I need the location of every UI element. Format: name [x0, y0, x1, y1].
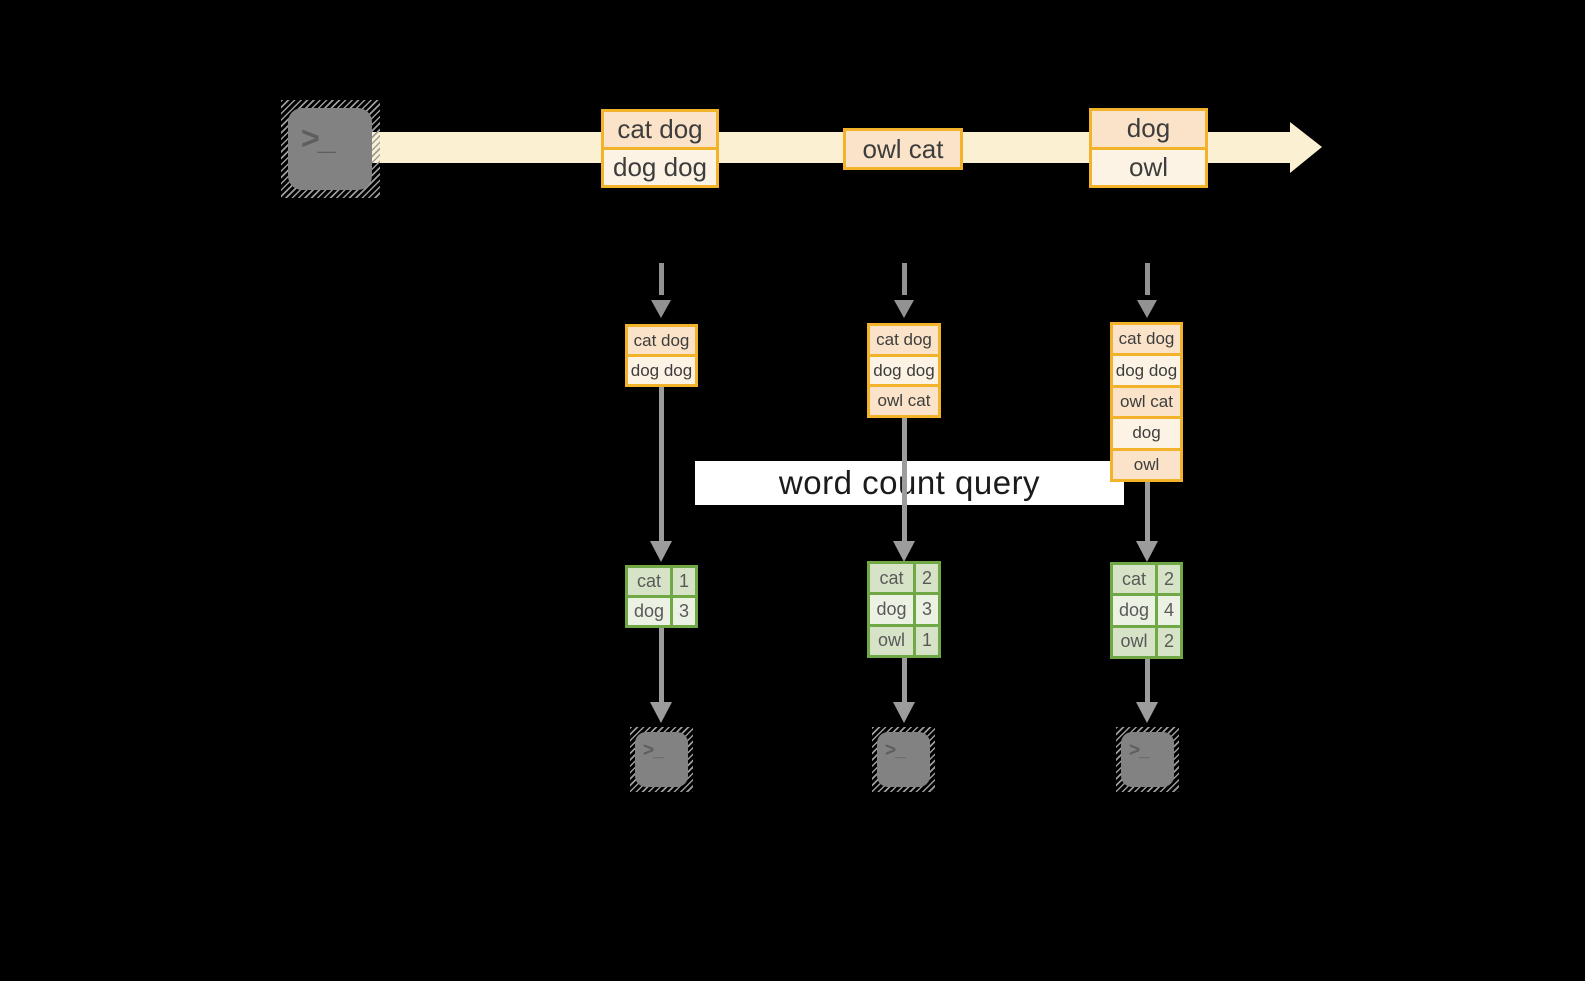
sink-terminal-icon-2: >_ — [872, 727, 935, 792]
terminal-prompt-glyph: >_ — [301, 120, 336, 156]
count-word: cat — [1113, 565, 1155, 594]
state-box-1: cat dog dog dog — [625, 324, 698, 387]
terminal-prompt-glyph: >_ — [643, 740, 664, 761]
count-word: dog — [870, 595, 913, 624]
count-value: 2 — [1158, 565, 1180, 594]
dashed-arrow-shaft — [902, 263, 907, 295]
connector-arrowhead-icon — [1136, 541, 1158, 562]
state-row: dog — [1113, 419, 1180, 448]
stream-batch-box-1: cat dog dog dog — [601, 109, 719, 188]
terminal-prompt-glyph: >_ — [885, 740, 906, 761]
connector-shaft — [659, 387, 664, 542]
state-row: cat dog — [628, 327, 695, 354]
stream-batch-item: owl — [1092, 149, 1205, 185]
connector-arrowhead-icon — [650, 702, 672, 723]
dashed-arrowhead-icon — [651, 300, 671, 318]
state-row: dog dog — [1113, 356, 1180, 385]
sink-terminal-icon-3: >_ — [1116, 727, 1179, 792]
count-table-1: cat 1 dog 3 — [625, 565, 698, 628]
count-row: cat 2 — [1113, 565, 1180, 594]
count-row: dog 3 — [628, 598, 695, 625]
state-row: cat dog — [870, 326, 938, 354]
count-value: 3 — [673, 598, 695, 625]
dashed-arrow-shaft — [659, 263, 664, 295]
stream-batch-item: dog dog — [604, 150, 716, 185]
count-word: owl — [1113, 627, 1155, 656]
dashed-arrowhead-icon — [1137, 300, 1157, 318]
count-value: 1 — [673, 568, 695, 595]
stream-batch-item: owl cat — [846, 131, 960, 167]
query-band: word count query — [695, 461, 1124, 505]
source-terminal-icon: >_ — [281, 100, 380, 198]
count-word: owl — [870, 626, 913, 655]
connector-arrowhead-icon — [893, 702, 915, 723]
sink-terminal-icon-1: >_ — [630, 727, 693, 792]
state-row: cat dog — [1113, 325, 1180, 354]
state-row: owl cat — [1113, 387, 1180, 417]
count-word: cat — [870, 564, 913, 593]
count-table-3: cat 2 dog 4 owl 2 — [1110, 562, 1183, 659]
count-word: cat — [628, 568, 670, 595]
count-word: dog — [1113, 596, 1155, 625]
dashed-arrow-shaft — [1145, 263, 1150, 295]
stream-batch-box-2: owl cat — [843, 128, 963, 170]
connector-shaft — [1145, 482, 1150, 542]
count-value: 2 — [1158, 627, 1180, 656]
count-row: owl 1 — [870, 626, 938, 655]
stream-batch-item: dog — [1092, 111, 1205, 147]
count-value: 1 — [916, 626, 938, 655]
terminal-prompt-glyph: >_ — [1129, 740, 1150, 761]
state-row: owl — [1113, 450, 1180, 480]
state-row: dog dog — [870, 356, 938, 385]
count-value: 2 — [916, 564, 938, 593]
count-value: 4 — [1158, 596, 1180, 625]
count-row: dog 3 — [870, 595, 938, 624]
connector-shaft — [659, 628, 664, 703]
count-row: cat 1 — [628, 568, 695, 595]
connector-arrowhead-icon — [650, 541, 672, 562]
terminal-screen: >_ — [877, 732, 930, 787]
connector-arrowhead-icon — [893, 541, 915, 562]
count-table-2: cat 2 dog 3 owl 1 — [867, 561, 941, 658]
count-row: owl 2 — [1113, 627, 1180, 656]
count-row: dog 4 — [1113, 596, 1180, 625]
count-word: dog — [628, 598, 670, 625]
count-value: 3 — [916, 595, 938, 624]
count-row: cat 2 — [870, 564, 938, 593]
connector-shaft — [902, 658, 907, 703]
stream-arrowhead-icon — [1290, 122, 1322, 173]
connector-shaft — [1145, 658, 1150, 703]
stream-batch-box-3: dog owl — [1089, 108, 1208, 188]
terminal-screen: >_ — [635, 732, 688, 787]
connector-shaft — [902, 418, 907, 542]
connector-arrowhead-icon — [1136, 702, 1158, 723]
dashed-arrowhead-icon — [894, 300, 914, 318]
stream-batch-item: cat dog — [604, 112, 716, 147]
state-row: owl cat — [870, 387, 938, 416]
state-box-3: cat dog dog dog owl cat dog owl — [1110, 322, 1183, 482]
terminal-screen: >_ — [288, 108, 372, 190]
terminal-screen: >_ — [1121, 732, 1174, 787]
state-row: dog dog — [628, 357, 695, 384]
word-count-query-label: word count query — [778, 464, 1041, 501]
state-box-2: cat dog dog dog owl cat — [867, 323, 941, 418]
